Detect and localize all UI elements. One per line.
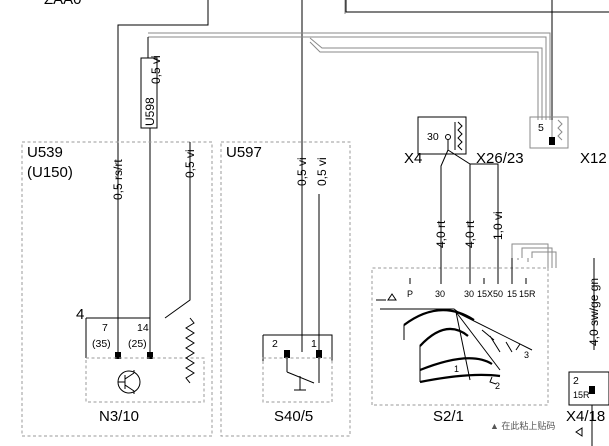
x4-18-label: X4/18 xyxy=(566,408,605,425)
s2-1-terminal-50: 50 xyxy=(493,289,503,299)
wire-label-u539-a: 0,5 rs/rt xyxy=(111,159,125,200)
module-u597: U597 0,5 vi 0,5 vi xyxy=(220,141,351,437)
s40-5-pin-1: 1 xyxy=(311,338,317,350)
s2-1-wires: 4,0 rt 4,0 rt 1,0 vi xyxy=(434,164,595,350)
n3-10-alt-pin-25: (25) xyxy=(128,338,147,350)
connector-x12: 5 X12 xyxy=(529,116,607,167)
connector-x4-18: 4,0 sw/ge gn 2 15R X4/18 xyxy=(566,278,609,446)
splice-label: U598 xyxy=(143,97,157,126)
n3-10-pin-7: 7 xyxy=(102,322,108,334)
s2-1-terminal-30b: 30 xyxy=(464,289,474,299)
component-n3-10: 4 7 14 (35) (25) N3/10 xyxy=(76,306,205,425)
s2-1-position-3: 3 xyxy=(524,350,529,360)
x26-23-label: X26/23 xyxy=(476,150,524,167)
x4-pin-label: 30 xyxy=(427,131,439,143)
n3-10-pin-14: 14 xyxy=(137,322,149,334)
s2-1-terminal-p: P xyxy=(407,289,413,299)
module-u597-label: U597 xyxy=(226,144,262,161)
n3-10-connector-label: 4 xyxy=(76,306,84,323)
x12-label: X12 xyxy=(580,150,607,167)
x4-18-pin-2: 2 xyxy=(573,375,579,387)
module-u539-sub: (U150) xyxy=(27,164,73,181)
s2-1-position-2: 2 xyxy=(495,381,500,391)
s2-1-terminal-15r: 15R xyxy=(519,289,536,299)
s2-1-terminal-15: 15 xyxy=(507,289,517,299)
wire-label-s2-b: 4,0 rt xyxy=(463,220,477,248)
splice-u598: U598 0,5 vi xyxy=(140,55,163,355)
s40-5-pin-2: 2 xyxy=(272,338,278,350)
x12-pin-label: 5 xyxy=(538,122,544,134)
s40-5-label: S40/5 xyxy=(274,408,313,425)
wire-label-s2-d: 4,0 sw/ge gn xyxy=(587,278,601,346)
top-fragment-label: ZAA0 xyxy=(44,0,82,8)
connector-x4: 30 X4 xyxy=(404,116,499,258)
n3-10-alt-pin-35: (35) xyxy=(92,338,111,350)
wire-label-s2-c: 1,0 vi xyxy=(491,211,505,240)
x4-label: X4 xyxy=(404,150,422,167)
top-wiring xyxy=(117,0,609,355)
s2-1-position-1: 1 xyxy=(454,364,459,374)
wire-label-u597-b: 0,5 vi xyxy=(315,157,329,186)
s2-1-terminal-30a: 30 xyxy=(435,289,445,299)
n3-10-label: N3/10 xyxy=(99,408,139,425)
component-s40-5: 2 1 S40/5 xyxy=(262,334,333,425)
splice-wire-label: 0,5 vi xyxy=(149,55,163,84)
wire-label-u597-a: 0,5 vi xyxy=(295,157,309,186)
s2-1-label: S2/1 xyxy=(433,408,464,425)
s2-1-terminal-15x: 15X xyxy=(477,289,493,299)
x4-18-pin-15r: 15R xyxy=(573,390,590,400)
module-u539-label: U539 xyxy=(27,144,63,161)
component-s2-1: P 30 30 15X 50 15 15R 1 2 3 S2/1 xyxy=(371,258,549,425)
watermark-text: ▲ 在此粘上贴码 xyxy=(490,420,555,431)
wire-label-s2-a: 4,0 rt xyxy=(434,220,448,248)
module-u539: U539 (U150) 0,5 rs/rt 0,5 vi xyxy=(21,141,213,437)
